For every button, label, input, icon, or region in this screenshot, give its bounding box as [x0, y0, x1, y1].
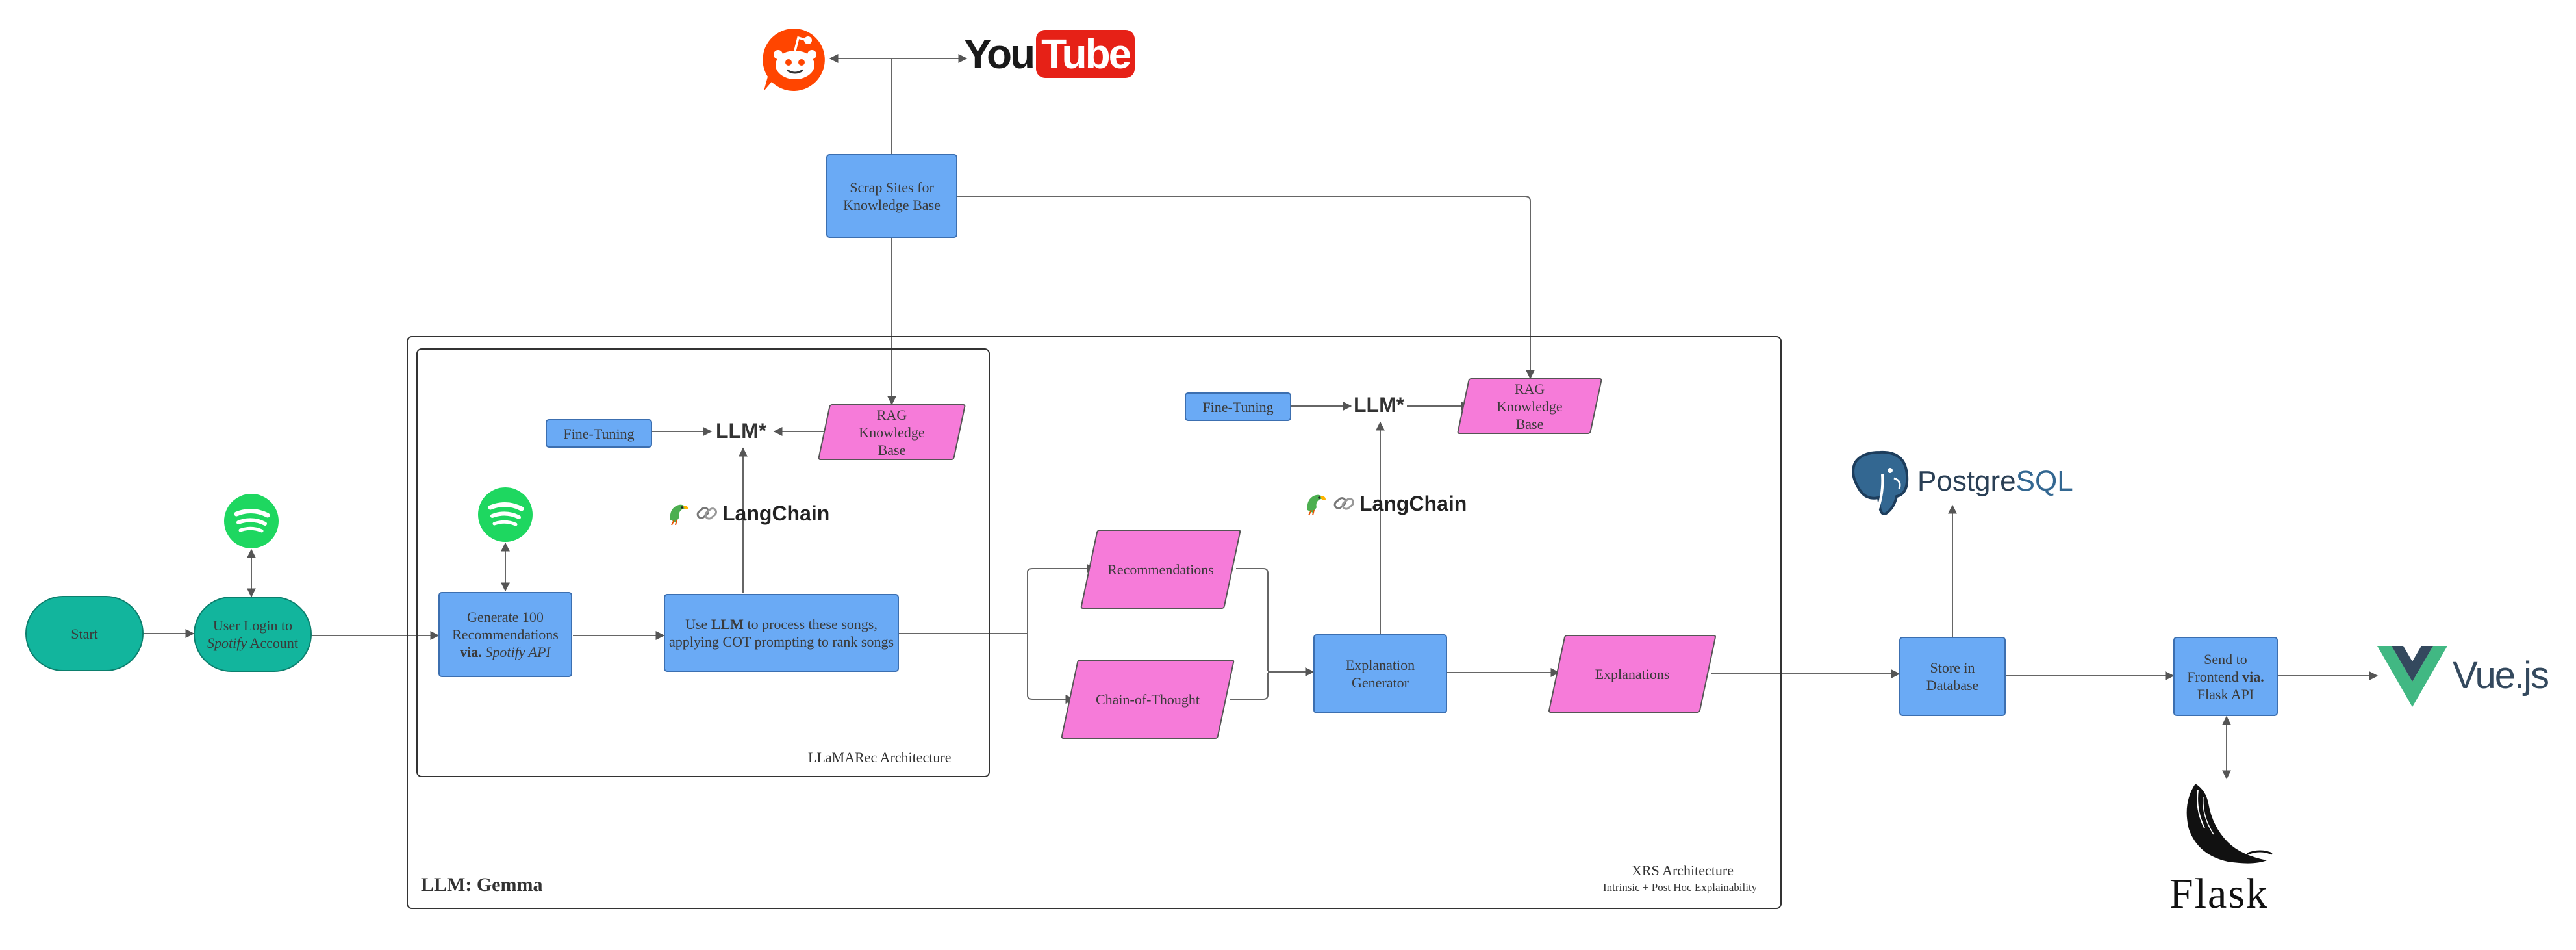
edge-cot-to-merge [1230, 673, 1269, 700]
langchain-inner-text: LangChain [722, 501, 830, 525]
fine-tuning-inner-label: Fine-Tuning [563, 425, 635, 442]
fine-tuning-inner-node[interactable]: Fine-Tuning [546, 419, 652, 448]
use-llm-label: Use LLM to process these songs,applying … [668, 616, 894, 650]
langchain-xrs-text: LangChain [1359, 491, 1467, 515]
xrs-title-label: XRS Architecture [1632, 862, 1734, 879]
fine-tuning-xrs-label: Fine-Tuning [1202, 398, 1274, 415]
langchain-xrs: LangChain [1302, 491, 1467, 517]
spotify-logo-icon [478, 487, 533, 542]
spotify-logo-icon [224, 494, 279, 548]
llm-inner-label: LLM* [716, 419, 767, 443]
start-label: Start [71, 625, 98, 642]
reddit-logo-icon [763, 28, 825, 91]
chain-of-thought-label: Chain-of-Thought [1095, 691, 1200, 708]
recommendations-node[interactable]: Recommendations [1080, 530, 1241, 609]
postgresql-logo-icon [1852, 450, 1909, 515]
llamarec-architecture-frame [416, 348, 990, 777]
edge-branch-to-recs [1027, 564, 1096, 634]
vuejs-logo-icon [2377, 646, 2447, 707]
parrot-icon [670, 504, 688, 526]
edge-recs-to-merge [1236, 568, 1269, 671]
start-node[interactable]: Start [25, 596, 144, 671]
xrs-subtitle-label: Intrinsic + Post Hoc Explainability [1603, 881, 1758, 893]
langchain-inner: LangChain [665, 500, 829, 526]
edge-branch-to-cot [1027, 634, 1075, 704]
postgresql-wordmark: PostgreSQL [1917, 465, 2073, 497]
flask-wordmark: Flask [2169, 870, 2269, 918]
youtube-logo-icon: You Tube [964, 30, 1135, 78]
explanations-label: Explanations [1595, 665, 1670, 682]
edge-scrap-to-rag-xrs [957, 196, 1535, 379]
recommendations-label: Recommendations [1107, 561, 1214, 578]
chain-of-thought-node[interactable]: Chain-of-Thought [1061, 660, 1235, 739]
fine-tuning-xrs-node[interactable]: Fine-Tuning [1185, 392, 1291, 421]
llamarec-label: LLaMARec Architecture [808, 749, 952, 765]
parrot-icon [1307, 494, 1326, 516]
youtube-tube-text: Tube [1036, 30, 1135, 78]
chain-link-icon [696, 507, 718, 520]
vuejs-wordmark: Vue.js [2453, 654, 2549, 697]
flask-logo: Flask [2169, 777, 2286, 920]
chain-link-icon [1333, 497, 1355, 510]
xrs-architecture-frame [407, 336, 1782, 909]
postgresql-logo: PostgreSQL [1846, 448, 2073, 520]
explanations-node[interactable]: Explanations [1548, 635, 1717, 713]
flask-logo-icon [2186, 784, 2273, 864]
llm-xrs-label: LLM* [1354, 393, 1405, 417]
vuejs-logo: Vue.js [2377, 646, 2559, 707]
use-llm-node[interactable]: Use LLM to process these songs,applying … [664, 594, 899, 672]
youtube-you-text: You [964, 31, 1035, 77]
llm-model-label: LLM: Gemma [421, 874, 543, 895]
